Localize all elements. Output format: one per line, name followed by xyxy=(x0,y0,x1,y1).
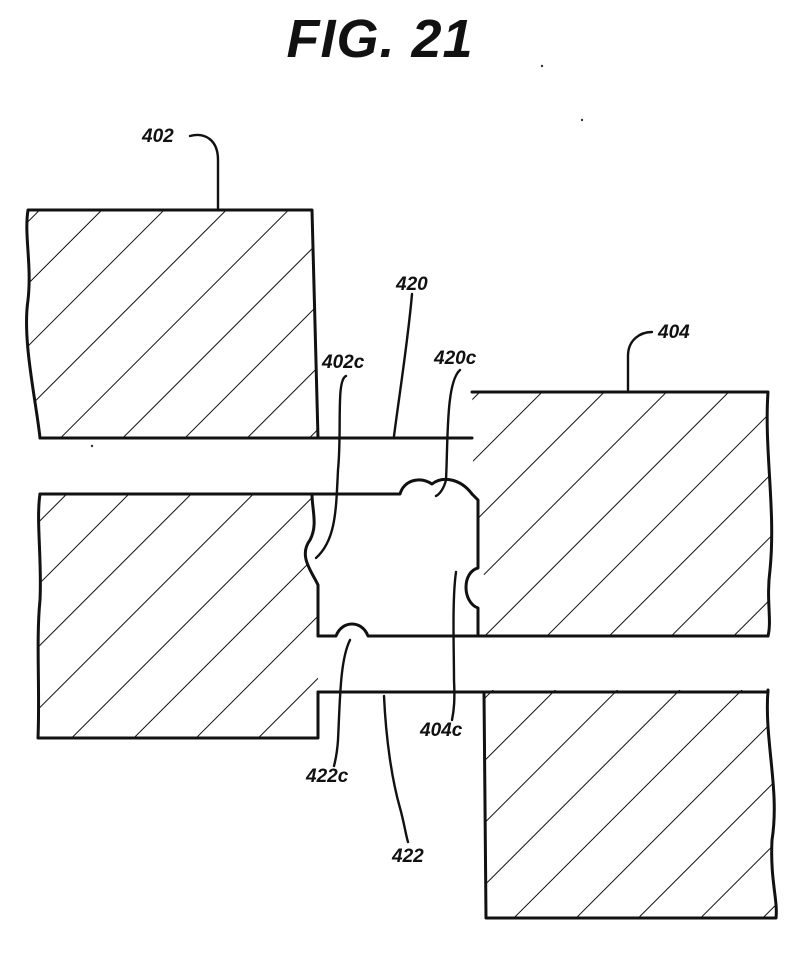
scan-speck xyxy=(581,119,583,121)
label-420: 420 xyxy=(395,274,428,295)
leader-404c xyxy=(452,572,456,720)
label-422: 422 xyxy=(391,846,424,867)
leader-402 xyxy=(190,135,218,208)
block-404-lower xyxy=(470,685,800,925)
label-404: 404 xyxy=(657,322,690,343)
scan-speck xyxy=(541,65,543,67)
leader-422c xyxy=(334,640,350,766)
leader-404 xyxy=(628,332,652,390)
leader-402c xyxy=(316,376,346,558)
scan-speck xyxy=(91,445,93,447)
label-402c: 402c xyxy=(321,352,365,373)
label-402: 402 xyxy=(141,126,174,147)
central-void xyxy=(305,494,478,636)
leader-422 xyxy=(384,696,408,842)
block-402-upper xyxy=(0,200,330,450)
label-404c: 404c xyxy=(419,720,463,741)
label-422c: 422c xyxy=(305,766,349,787)
leader-420 xyxy=(394,294,412,436)
leader-420c xyxy=(436,370,460,496)
label-420c: 420c xyxy=(433,348,477,369)
block-404-upper xyxy=(460,385,790,645)
block-402-lower xyxy=(0,490,330,745)
channel-420 xyxy=(40,438,472,494)
